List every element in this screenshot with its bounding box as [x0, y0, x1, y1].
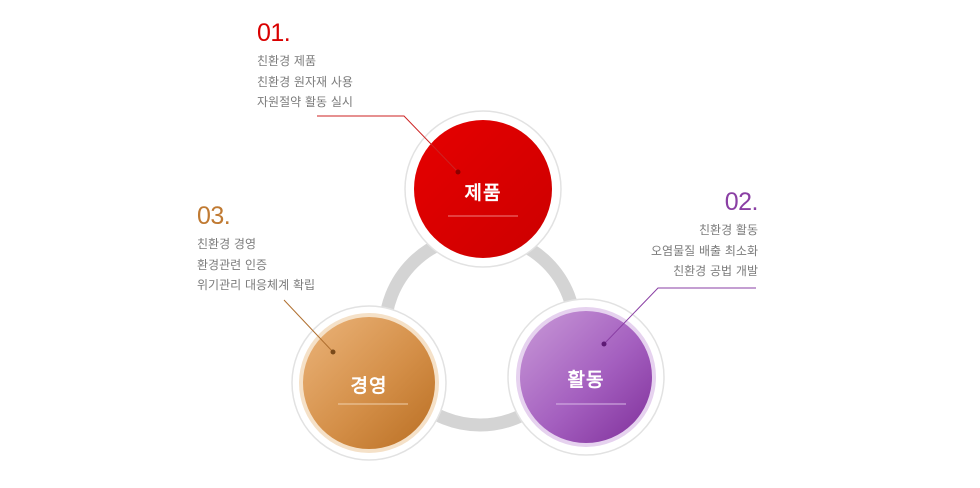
item-line: 오염물질 배출 최소화: [651, 243, 758, 258]
item-number: 03.: [197, 202, 231, 230]
circle-product: [404, 110, 562, 268]
item-number: 02.: [724, 188, 759, 216]
item-number: 01.: [257, 19, 291, 47]
info-block-management: 03. 친환경 경영 환경관련 인증 위기관리 대응체계 확립: [197, 202, 315, 296]
item-line: 친환경 활동: [698, 223, 758, 237]
item-line: 친환경 공법 개발: [673, 264, 758, 278]
circle-product-label: 제품: [464, 182, 502, 204]
leader-line-02: [601, 287, 756, 347]
circle-management-label: 경영: [350, 375, 388, 397]
circle-activity: [507, 298, 665, 456]
circle-activity-label: 활동: [567, 369, 605, 391]
item-line: 친환경 제품: [257, 54, 317, 68]
item-line: 자원절약 활동 실시: [257, 95, 353, 109]
item-line: 환경관련 인증: [197, 257, 268, 272]
item-line: 친환경 원자재 사용: [257, 74, 353, 89]
item-line: 친환경 경영: [197, 237, 257, 251]
info-block-product: 01. 친환경 제품 친환경 원자재 사용 자원절약 활동 실시: [257, 19, 353, 113]
item-line: 위기관리 대응체계 확립: [197, 278, 316, 292]
leader-line-03: [283, 299, 336, 355]
circle-management: [291, 305, 447, 461]
leader-line-01: [317, 115, 461, 175]
info-block-activity: 02. 친환경 활동 오염물질 배출 최소화 친환경 공법 개발: [651, 188, 759, 282]
